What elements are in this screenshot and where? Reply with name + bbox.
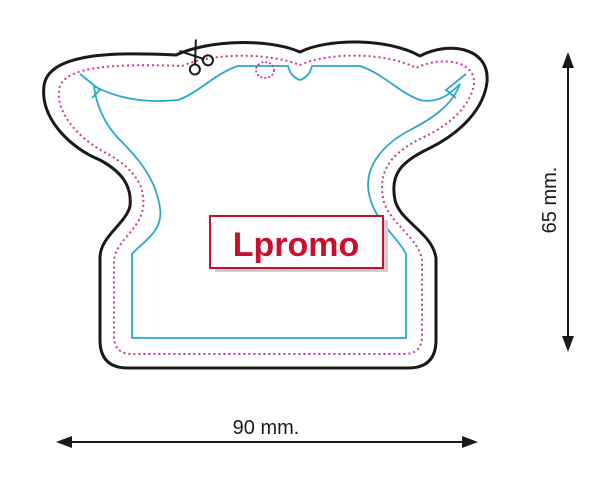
scissors-icon xyxy=(179,39,214,76)
logo-box xyxy=(209,215,384,269)
right-ribbon-flag xyxy=(444,73,467,99)
height-dimension xyxy=(562,52,574,352)
print-area-line xyxy=(92,65,461,339)
left-ribbon-flag xyxy=(79,73,102,99)
width-dimension xyxy=(56,436,478,448)
height-label: 65 mm. xyxy=(539,167,561,234)
logo-text: Lpromo xyxy=(233,226,360,264)
safety-line xyxy=(57,54,476,355)
die-cut-outline xyxy=(42,40,489,370)
hanging-hole xyxy=(255,61,275,79)
width-label: 90 mm. xyxy=(233,417,300,439)
